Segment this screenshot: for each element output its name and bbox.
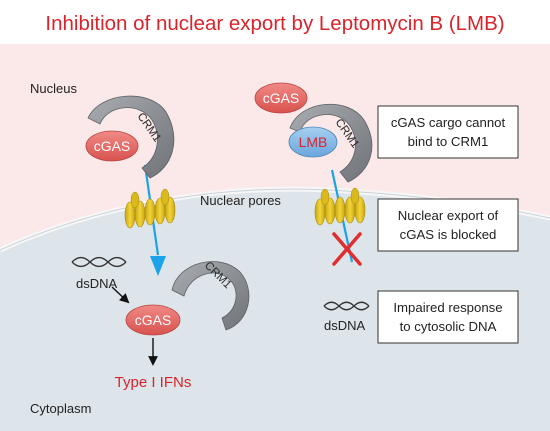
nucleus-label: Nucleus (30, 81, 77, 96)
lmb-shape (288, 126, 338, 158)
nuclear-pore-right-icon (314, 187, 366, 226)
callout-2-line2: cGAS is blocked (400, 227, 497, 242)
nuclear-pores-label: Nuclear pores (200, 193, 281, 208)
crm1-left-top-shape (87, 95, 175, 179)
callout-1-line2: bind to CRM1 (408, 134, 489, 149)
dna-helix-right-icon (323, 301, 370, 311)
dsdna-right-label: dsDNA (324, 318, 366, 333)
crm1-right-shape (289, 103, 373, 183)
blocked-x-icon (332, 232, 362, 266)
crm1-left-bottom-shape (171, 261, 250, 331)
callout-box-1: cGAS cargo cannot bind to CRM1 (377, 105, 519, 159)
cgas-nucleus-left-shape (85, 130, 139, 162)
callout-3-line2: to cytosolic DNA (400, 319, 497, 334)
callout-2-line1: Nuclear export of (398, 208, 499, 223)
callout-1-line1: cGAS cargo cannot (391, 115, 506, 130)
dna-helix-left-icon (71, 256, 127, 268)
callout-box-2: Nuclear export of cGAS is blocked (377, 198, 519, 252)
dna-to-cgas-arrow (111, 286, 130, 304)
dsdna-left-label: dsDNA (76, 276, 118, 291)
cytoplasm-label: Cytoplasm (30, 401, 91, 416)
export-arrowhead-icon (150, 256, 166, 276)
lmb-label: LMB (299, 134, 328, 150)
cgas-cytoplasm-label: cGAS (135, 312, 172, 328)
cgas-nucleus-left-label: cGAS (94, 138, 131, 154)
cgas-nucleus-right-shape (254, 82, 308, 114)
cgas-nucleus-right-label: cGAS (263, 90, 300, 106)
cgas-cytoplasm-shape (125, 304, 181, 336)
diagram-title: Inhibition of nuclear export by Leptomyc… (45, 12, 504, 35)
nuclear-pore-left-icon (124, 188, 176, 229)
callout-3-line1: Impaired response (393, 300, 502, 315)
callout-box-3: Impaired response to cytosolic DNA (377, 290, 519, 344)
type1-ifns-label: Type I IFNs (115, 374, 192, 391)
